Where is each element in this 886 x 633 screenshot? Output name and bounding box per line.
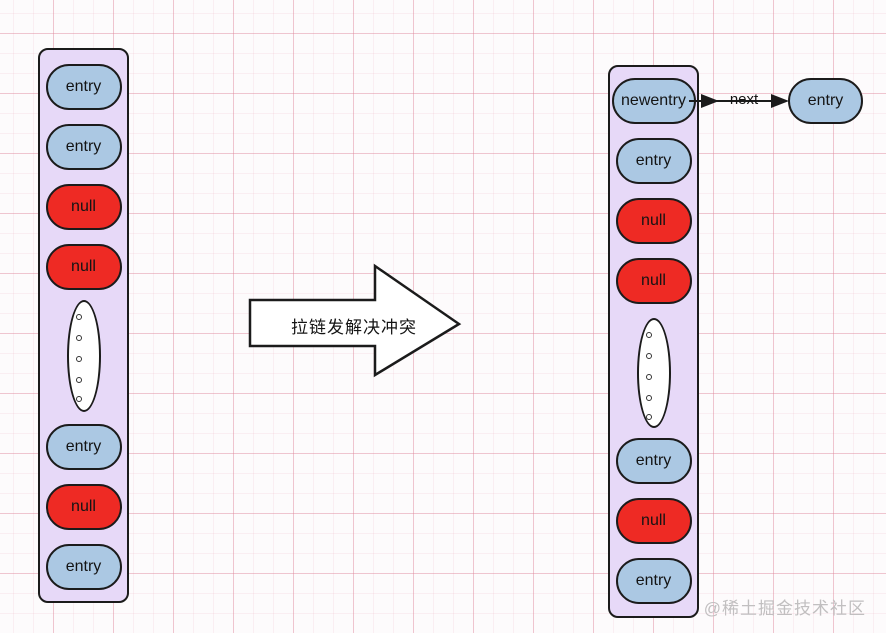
ellipsis-dot <box>75 396 82 402</box>
ellipsis-dot <box>75 314 82 320</box>
null-node: null <box>45 484 122 530</box>
null-node: null <box>45 184 122 230</box>
hash-bucket-after: newentry entry null null entry null entr… <box>608 65 699 618</box>
ellipsis-dot <box>645 395 652 401</box>
next-pointer-label: next <box>729 91 759 108</box>
entry-node: entry <box>615 438 692 484</box>
null-node: null <box>615 498 692 544</box>
entry-node: entry <box>615 558 692 604</box>
arrowhead-icon <box>701 94 719 108</box>
hash-bucket-before: entry entry null null entry null entry <box>38 48 129 603</box>
ellipsis-dot <box>75 356 82 362</box>
entry-node: entry <box>45 544 122 590</box>
entry-node: entry <box>45 124 122 170</box>
entry-node: entry <box>615 138 692 184</box>
ellipsis-dot <box>645 353 652 359</box>
null-node: null <box>615 198 692 244</box>
ellipsis-node <box>636 318 671 428</box>
null-node: null <box>615 258 692 304</box>
entry-node: entry <box>45 424 122 470</box>
ellipsis-dot <box>645 332 652 338</box>
ellipsis-dot <box>75 377 82 383</box>
entry-node: entry <box>45 64 122 110</box>
ellipsis-dot <box>645 374 652 380</box>
null-node: null <box>45 244 122 290</box>
arrowhead-icon <box>771 94 789 108</box>
ellipsis-dot <box>645 414 652 420</box>
linked-entry-node: entry <box>788 78 863 124</box>
ellipsis-node <box>66 300 101 412</box>
ellipsis-dot <box>75 335 82 341</box>
watermark-text: @稀土掘金技术社区 <box>703 599 866 618</box>
transform-arrow-label: 拉链发解决冲突 <box>291 318 417 337</box>
newentry-node: newentry <box>611 78 696 124</box>
